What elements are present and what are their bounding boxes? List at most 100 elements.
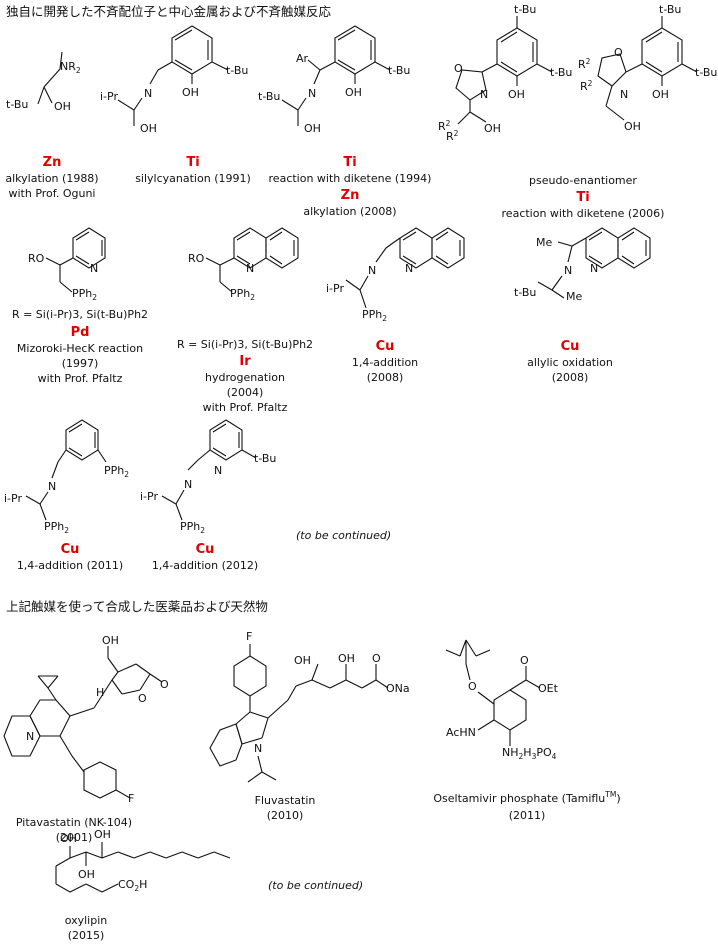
atom-label: RO [28,252,45,265]
ligand-amino-alcohol: NR2 t-Bu OH Zn alkylation (1988) with Pr… [5,51,99,200]
atom-label: N [144,87,152,100]
ligand-caption: with Prof. Pfaltz [38,372,123,385]
metal-label: Ti [186,155,199,170]
atom-label: N [254,742,262,755]
atom-label: N [368,264,376,277]
atom-label: OH [140,122,157,135]
metal-label: Cu [196,542,215,557]
atom-label: OH [78,868,95,881]
atom-label: t-Bu [254,452,276,465]
atom-label: OH [182,86,199,99]
metal-label: Pd [71,325,90,340]
atom-label: OH [102,634,119,647]
product-caption: Fluvastatin [255,794,316,807]
ligand-caption: with Prof. Pfaltz [203,401,288,414]
atom-label: F [128,792,134,805]
atom-label: N [90,262,98,275]
atom-label: OH [294,654,311,667]
r-definition: R = Si(i-Pr)3, Si(t-Bu)Ph2 [12,308,148,321]
metal-label: Cu [61,542,80,557]
atom-label: N [405,262,413,275]
product-oseltamivir: O O OEt AcHN NH2H3PO4 Oseltamivir phosph… [433,639,621,822]
atom-label: OH [345,86,362,99]
product-caption: (2001) [56,831,93,844]
atom-label: t-Bu [6,98,28,111]
ligand-caption: Mizoroki-HecK reaction [17,342,143,355]
oxazoline-pair-caption: pseudo-enantiomer Ti reaction with diket… [502,174,665,220]
atom-label: t-Bu [514,286,536,299]
atom-label: N [184,478,192,491]
ligand-caption: alkylation (1988) [5,172,98,185]
ligand-schiff-base-ketimine: Ar t-Bu OH N t-Bu OH Ti reaction with di… [258,25,431,218]
atom-label: N [590,262,598,275]
metal-label: Cu [376,339,395,354]
atom-label: N [480,88,488,101]
atom-label: Me [536,236,552,249]
atom-label: PPh2 [72,287,97,302]
atom-label: N [246,262,254,275]
product-oxylipin: OH OH OH CO2H oxylipin (2015) [55,828,231,942]
ligand-phosphino-aldimine: PPh2 N i-Pr PPh2 Cu 1,4-addition (2011) [4,419,129,572]
ligand-caption: 1,4-addition (2011) [17,559,123,572]
atom-label: PPh2 [230,287,255,302]
ligand-caption: (2008) [552,371,589,384]
atom-label: N [564,264,572,277]
ligand-caption: with Prof. Oguni [9,187,96,200]
atom-label: N [620,88,628,101]
atom-label: t-Bu [514,3,536,16]
atom-label: N [308,87,316,100]
atom-label: i-Pr [100,90,118,103]
heading-ligands: 独自に開発した不斉配位子と中心金属および不斉触媒反応 [6,4,332,19]
atom-label: OH [508,88,525,101]
atom-label: PPh2 [44,520,69,535]
atom-label: N [48,480,56,493]
ligand-pyridyl-phosphine: RO N PPh2 R = Si(i-Pr)3, Si(t-Bu)Ph2 Pd … [12,227,148,385]
atom-label: OH [304,122,321,135]
atom-label: PPh2 [180,520,205,535]
product-caption: (2010) [267,809,304,822]
heading-products: 上記触媒を使って合成した医薬品および天然物 [6,599,268,614]
atom-label: OH [94,828,111,841]
ligand-caption: 1,4-addition [352,356,418,369]
atom-label: OH [652,88,669,101]
product-caption: (2011) [509,809,546,822]
metal-label: Zn [43,155,62,170]
atom-label: N [214,464,222,477]
atom-label: ONa [386,682,410,695]
product-caption: Oseltamivir phosphate (TamifluTM) [433,790,620,805]
atom-label: t-Bu [695,66,717,79]
atom-label: t-Bu [226,64,248,77]
atom-label: t-Bu [550,66,572,79]
atom-label: AcHN [446,726,476,739]
ligand-pyridyl-imine-phosphine: N t-Bu N i-Pr PPh2 Cu 1,4-addition (2012… [140,419,276,572]
metal-label: Ti [576,190,589,205]
ligand-caption: (2004) [227,386,264,399]
ligand-quinolyl-imine-phosphine: N N i-Pr PPh2 Cu 1,4-addition (2008) [326,227,465,384]
atom-label: O [614,46,623,59]
atom-label: N [26,730,34,743]
ligand-caption: silylcyanation (1991) [135,172,251,185]
atom-label: R2 [578,57,591,71]
atom-label: RO [188,252,205,265]
ligand-quinolyl-ketimine: Me N N t-Bu Me Cu allylic oxidation (200… [514,227,651,384]
atom-label: F [246,630,252,643]
metal-label: Cu [561,339,580,354]
atom-label: O [160,678,169,691]
atom-label: i-Pr [326,282,344,295]
ligand-caption: (2008) [367,371,404,384]
atom-label: t-Bu [659,3,681,16]
atom-label: OH [54,100,71,113]
products-continued-note: (to be continued) [268,879,363,892]
ligands-continued-note: (to be continued) [296,529,391,542]
atom-label: R2 [580,79,593,93]
ligand-oxazoline-b: t-Bu t-Bu R2 R2 O N OH OH [578,3,717,133]
pair-label: pseudo-enantiomer [529,174,637,187]
ligand-caption: hydrogenation [205,371,285,384]
ligand-caption: alkylation (2008) [303,205,396,218]
atom-label: PPh2 [104,464,129,479]
atom-label: i-Pr [140,490,158,503]
atom-label: OH [60,832,77,845]
atom-label: PPh2 [362,308,387,323]
product-pitavastatin: OH H O O N F Pitavastatin (NK-104) (2001… [3,634,169,844]
